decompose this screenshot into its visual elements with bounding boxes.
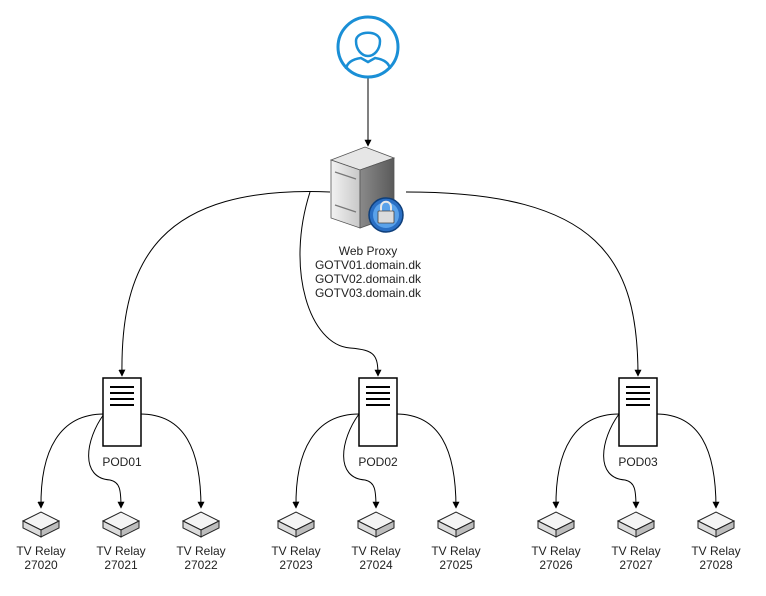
- proxy-label-line-2: GOTV01.domain.dk: [315, 258, 422, 272]
- relay-port: 27021: [104, 558, 138, 572]
- proxy-label-line-1: Web Proxy: [339, 244, 397, 258]
- pod-01: POD01: [102, 377, 142, 469]
- pod-label: POD01: [102, 455, 142, 469]
- relay-device-icon: [696, 511, 736, 538]
- relay-name: TV Relay: [16, 544, 65, 558]
- relay-port: 27028: [699, 558, 733, 572]
- server-icon: [102, 377, 142, 447]
- relay-27027: TV Relay 27027: [611, 511, 661, 572]
- relay-name: TV Relay: [691, 544, 740, 558]
- edge-pod03-relay1: [552, 413, 620, 509]
- pod-label: POD02: [358, 455, 398, 469]
- relay-27026: TV Relay 27026: [531, 511, 581, 572]
- relay-port: 27024: [359, 558, 393, 572]
- proxy-label: Web Proxy GOTV01.domain.dk GOTV02.domain…: [315, 244, 422, 300]
- edge-pod02-relay2: [343, 413, 380, 509]
- relay-port: 27022: [184, 558, 218, 572]
- proxy-label-line-3: GOTV02.domain.dk: [315, 272, 422, 286]
- relay-port: 27020: [24, 558, 58, 572]
- relay-device-icon: [616, 511, 656, 538]
- pod-03: POD03: [618, 377, 658, 469]
- relay-27025: TV Relay 27025: [431, 511, 481, 572]
- relay-device-icon: [356, 511, 396, 538]
- relay-27024: TV Relay 27024: [351, 511, 401, 572]
- edge-proxy-pod02: [299, 191, 382, 377]
- edge-pod01-relay2: [88, 413, 125, 509]
- edge-pod01-relay1: [37, 413, 105, 509]
- user-icon: [336, 15, 400, 79]
- edge-pod01-relay3: [139, 413, 205, 509]
- edge-proxy-pod03: [405, 191, 642, 377]
- relay-port: 27026: [539, 558, 573, 572]
- relay-27020: TV Relay 27020: [16, 511, 66, 572]
- relay-device-icon: [21, 511, 61, 538]
- pod-label: POD03: [618, 455, 658, 469]
- relay-device-icon: [436, 511, 476, 538]
- relay-port: 27027: [619, 558, 653, 572]
- edge-proxy-pod01: [118, 191, 331, 377]
- relay-device-icon: [181, 511, 221, 538]
- relay-27023: TV Relay 27023: [271, 511, 321, 572]
- edge-pod03-relay3: [655, 413, 720, 509]
- server-icon: [358, 377, 398, 447]
- relay-name: TV Relay: [611, 544, 660, 558]
- relay-device-icon: [276, 511, 316, 538]
- pod-02: POD02: [358, 377, 398, 469]
- relay-port: 27025: [439, 558, 473, 572]
- relay-device-icon: [536, 511, 576, 538]
- edge-pod02-relay3: [395, 413, 460, 509]
- edge-pod02-relay1: [292, 413, 360, 509]
- relay-name: TV Relay: [351, 544, 400, 558]
- relay-port: 27023: [279, 558, 313, 572]
- proxy-label-line-4: GOTV03.domain.dk: [315, 286, 422, 300]
- relay-name: TV Relay: [431, 544, 480, 558]
- edge-pod03-relay2: [603, 413, 640, 509]
- relay-27021: TV Relay 27021: [96, 511, 146, 572]
- relay-device-icon: [101, 511, 141, 538]
- relay-name: TV Relay: [176, 544, 225, 558]
- relay-name: TV Relay: [271, 544, 320, 558]
- relay-name: TV Relay: [96, 544, 145, 558]
- server-icon: [618, 377, 658, 447]
- relay-name: TV Relay: [531, 544, 580, 558]
- relay-27022: TV Relay 27022: [176, 511, 226, 572]
- secure-server-icon: [329, 146, 404, 233]
- relay-27028: TV Relay 27028: [691, 511, 741, 572]
